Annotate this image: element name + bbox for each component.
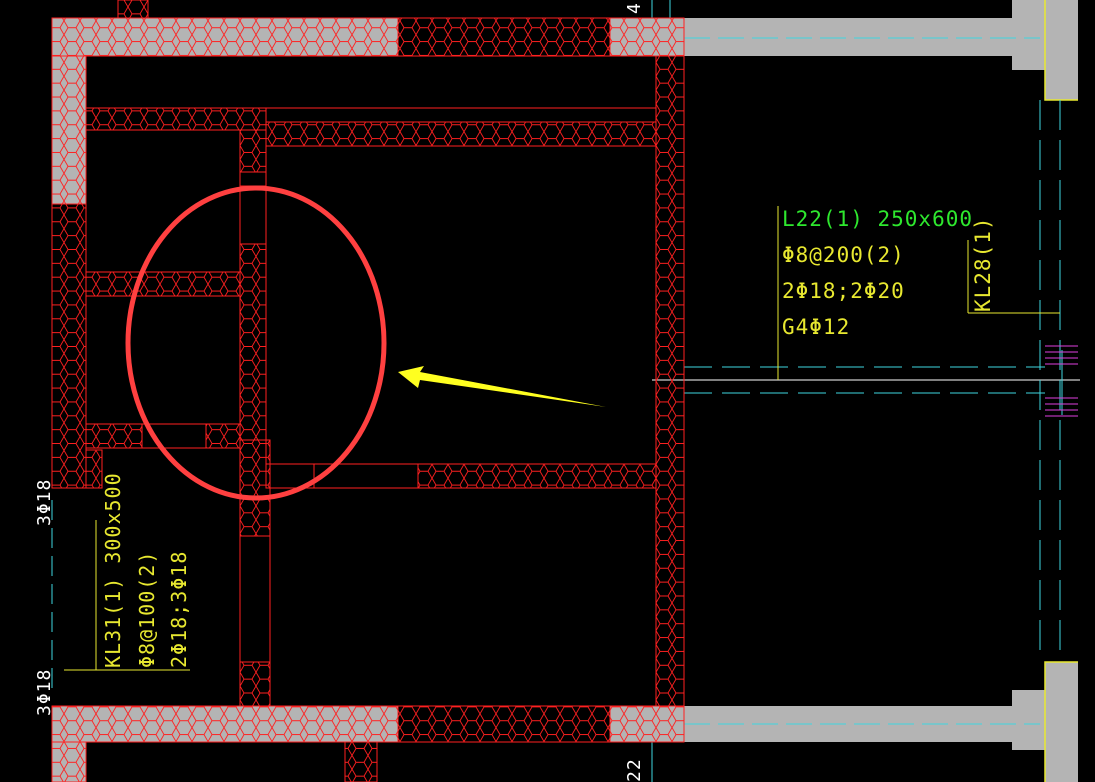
- bottom-dimension-fragment: 22: [624, 758, 645, 782]
- top-dimension-fragment: 4: [624, 2, 645, 14]
- beam-KL31-longitudinal: 2Φ18;3Φ18: [167, 551, 191, 668]
- annotation-arrow-icon: [398, 366, 606, 407]
- beam-KL31-title: KL31(1) 300x500: [101, 472, 125, 668]
- right-concrete-structure: [684, 0, 1078, 782]
- beam-L22-side-bars: G4Φ12: [782, 315, 850, 339]
- masonry-walls-grey: [51, 17, 685, 782]
- beam-L22-title: L22(1) 250x600: [782, 207, 973, 231]
- beam-KL31-stirrup: Φ8@100(2): [135, 551, 159, 668]
- annotation-circle: [125, 185, 387, 501]
- left-rebar-label-bottom[interactable]: 3Φ18: [34, 669, 55, 716]
- beam-L22-stirrup: Φ8@200(2): [782, 243, 905, 267]
- masonry-walls-hatched: [51, 0, 685, 782]
- beam-KL31-label[interactable]: KL31(1) 300x500 Φ8@100(2) 2Φ18;3Φ18: [101, 472, 191, 668]
- label-leaders: [64, 206, 1060, 671]
- beam-L22-longitudinal: 2Φ18;2Φ20: [782, 279, 905, 303]
- pink-hatch: [1045, 345, 1078, 417]
- left-rebar-label-top[interactable]: 3Φ18: [34, 479, 55, 526]
- wall-outlines: [85, 55, 657, 662]
- beam-L22-label[interactable]: L22(1) 250x600 Φ8@200(2) 2Φ18;2Φ20 G4Φ12: [782, 207, 973, 339]
- beam-KL28-title[interactable]: KL28(1): [971, 216, 995, 312]
